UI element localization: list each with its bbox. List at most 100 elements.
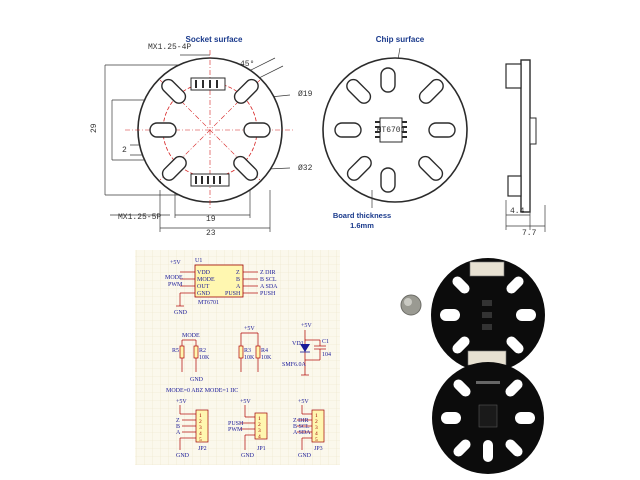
jp2-pin2: 2 xyxy=(199,419,202,425)
chip-surface-view: Chip surface MT6701 Board thickness 1.6m… xyxy=(322,35,468,230)
jp2-pin5: 5 xyxy=(199,437,202,443)
r-5v: +5V xyxy=(244,326,255,332)
mode-net-2: MODE xyxy=(182,333,200,339)
slot-top-left xyxy=(161,78,187,104)
r3-value: 10K xyxy=(244,355,255,361)
board-thickness-label: Board thickness xyxy=(333,211,391,220)
hole-dia-label: Ø19 xyxy=(298,90,313,99)
dim-2-label: 2 xyxy=(122,146,127,155)
tvs-5v: +5V xyxy=(301,323,312,329)
conn-5p-label: MX1.25-5P xyxy=(118,213,161,222)
jp1-pin2: 2 xyxy=(258,422,261,428)
r4-value: 10K xyxy=(261,355,272,361)
r3-label: R3 xyxy=(244,348,251,354)
chip-surface-title: Chip surface xyxy=(376,35,425,44)
r4-label: R4 xyxy=(261,348,268,354)
bottom-chip xyxy=(478,404,498,428)
side-dim-4-4: 4.4 xyxy=(510,207,525,216)
u1-a: A xyxy=(236,284,241,290)
side-chip xyxy=(529,117,537,145)
net-b-scl: B SCL xyxy=(260,277,277,283)
u1-out: OUT xyxy=(197,284,210,290)
jp3-z-dir: Z DIR xyxy=(293,418,309,424)
jp1-push: PUSH xyxy=(228,421,244,427)
net-a-sda: A SDA xyxy=(260,284,278,290)
jp3-pin3: 3 xyxy=(315,425,318,431)
r5-label: R5 xyxy=(172,348,179,354)
jp1-pwm: PWM xyxy=(228,427,243,433)
side-connector-top xyxy=(505,63,522,89)
jp1-pin3: 3 xyxy=(258,428,261,434)
u1-vdd: VDD xyxy=(197,270,211,276)
jp1-label: JP1 xyxy=(257,446,266,452)
header-jp1: +5V PUSH PWM 1 2 3 4 GND JP1 xyxy=(228,399,268,459)
u1-mode: MODE xyxy=(197,277,215,283)
net-z-dir: Z DIR xyxy=(260,270,276,276)
top-connector-4p xyxy=(469,261,505,277)
r2-value: 10K xyxy=(199,355,210,361)
jp1-5v: +5V xyxy=(240,399,251,405)
u1-z: Z xyxy=(236,270,240,276)
side-board xyxy=(520,59,531,213)
u1-gnd-net: GND xyxy=(174,310,188,316)
r2-label: R2 xyxy=(199,348,206,354)
side-view: 4.4 7.7 xyxy=(505,59,546,238)
side-dimension-lines xyxy=(505,200,546,232)
connector-5p xyxy=(190,173,230,187)
jp2-pin3: 3 xyxy=(199,425,202,431)
c1-value: 104 xyxy=(322,352,331,358)
resistors-r5-r2: MODE R5 R2 10K GND xyxy=(172,333,210,383)
conn-4p-label: MX1.25-4P xyxy=(148,43,191,52)
vd1-label: VD1 xyxy=(292,341,304,347)
photo-board-bottom xyxy=(432,362,544,474)
photo-magnet xyxy=(400,294,422,316)
jp3-a-sda: A SDA xyxy=(293,430,311,436)
slot-bottom-right xyxy=(233,155,259,181)
header-jp3: +5V Z DIR B SCL A SDA 1 2 3 4 5 GND JP3 xyxy=(293,399,325,459)
chip-slots xyxy=(334,67,456,193)
slot-bottom-left xyxy=(161,155,187,181)
jp2-z: Z xyxy=(176,418,180,424)
dim-23-label: 23 xyxy=(206,229,216,238)
mt6701-chip: MT6701 xyxy=(375,117,407,143)
net-push: PUSH xyxy=(260,291,276,297)
connector-4p xyxy=(190,77,226,91)
slot-left xyxy=(149,122,177,138)
jp2-pin1: 1 xyxy=(199,413,202,419)
chip-text: MT6701 xyxy=(377,126,406,135)
side-connector-bottom xyxy=(507,175,522,197)
jp2-a: A xyxy=(176,430,181,436)
dim-19-label: 19 xyxy=(206,215,216,224)
u1-gnd: GND xyxy=(197,291,211,297)
tvs-and-cap: +5V VD1 SMF6.0A C1 104 xyxy=(282,323,331,376)
jp3-pin2: 2 xyxy=(315,419,318,425)
jp3-pin1: 1 xyxy=(315,413,318,419)
schematic-panel: U1 VDD MODE OUT GND Z B A PUSH MT6701 +5… xyxy=(135,250,340,465)
u1-ref: U1 xyxy=(195,258,202,264)
resistors-r3-r4: +5V R3 10K R4 10K xyxy=(238,326,272,372)
jp1-gnd: GND xyxy=(241,453,255,459)
jp3-label: JP3 xyxy=(314,446,323,452)
outer-dia-label: Ø32 xyxy=(298,164,313,173)
jp3-b-scl: B SCL xyxy=(293,424,310,430)
u1-pwm-net: PWM xyxy=(168,282,183,288)
slot-right xyxy=(243,122,271,138)
mounting-slots xyxy=(149,78,271,181)
slot-top-right xyxy=(233,78,259,104)
smf-label: SMF6.0A xyxy=(282,362,307,368)
u1-mode-net: MODE xyxy=(165,275,183,281)
u1-5v: +5V xyxy=(170,260,181,266)
socket-surface-title: Socket surface xyxy=(186,35,243,44)
gnd-r: GND xyxy=(190,377,204,383)
jp2-pin4: 4 xyxy=(199,431,202,437)
jp3-5v: +5V xyxy=(298,399,309,405)
dim-29-label: 29 xyxy=(90,123,99,133)
u1-push: PUSH xyxy=(225,291,241,297)
u1-block: U1 VDD MODE OUT GND Z B A PUSH MT6701 +5… xyxy=(165,258,278,316)
jp2-b: B xyxy=(176,424,180,430)
jp1-pin1: 1 xyxy=(258,416,261,422)
mode-note: MODE=0 ABZ MODE=1 IIC xyxy=(166,388,238,394)
side-dim-7-7: 7.7 xyxy=(522,229,537,238)
c1-label: C1 xyxy=(322,339,329,345)
u1-b: B xyxy=(236,277,240,283)
